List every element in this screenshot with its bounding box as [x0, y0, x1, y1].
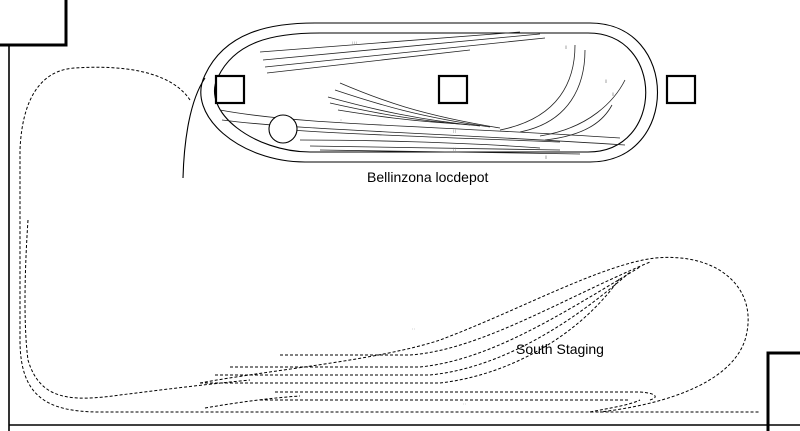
pillar [214, 74, 246, 105]
yard-track [264, 37, 546, 68]
curve-track [544, 104, 613, 141]
label-bellinzona-locdepot: Bellinzona locdepot [367, 169, 489, 185]
yard-track [266, 49, 471, 74]
pillar [437, 74, 469, 105]
svg-text:::: :: [340, 117, 342, 122]
staging-track [204, 395, 301, 409]
yard-track [262, 33, 541, 61]
main-track [221, 119, 626, 146]
yard-track [259, 31, 521, 53]
svg-text:||: || [605, 78, 607, 83]
curve-track [499, 44, 576, 131]
svg-text:||: || [545, 154, 547, 159]
label-south-staging: South Staging [516, 341, 604, 357]
staging-track [199, 256, 749, 413]
main-track [219, 109, 621, 139]
wall-bottom-right-block [766, 351, 800, 431]
fan-track [334, 89, 491, 128]
wall-top-left [0, 0, 68, 47]
svg-text:| | |: | | | [352, 40, 357, 45]
pillar [665, 74, 697, 105]
svg-text:| |: | | [453, 146, 456, 151]
fan-track [339, 82, 501, 129]
svg-text:||: || [565, 44, 567, 49]
main-track [319, 149, 581, 155]
oval-lead-track [182, 77, 206, 179]
main-track [309, 145, 561, 151]
staging-track [200, 277, 621, 384]
svg-text:: :: : : [463, 401, 466, 406]
curve-track [539, 79, 626, 137]
oval-inner-track [214, 32, 647, 153]
main-track [299, 139, 541, 149]
loop-dashed-track [24, 219, 251, 399]
support-pillars [214, 74, 697, 105]
lower-level-dashed-loop: : : : : [19, 66, 760, 413]
fan-track [337, 109, 461, 125]
turntable [268, 114, 298, 144]
bellinzona-fan-tracks: | | | || || || | | | | || :: [219, 40, 626, 159]
svg-text:| |: | | [453, 128, 456, 133]
staging-track [275, 391, 656, 401]
staging-track [280, 261, 651, 356]
svg-text:: :: : : [412, 326, 415, 331]
main-track [289, 129, 561, 143]
svg-text:||: || [612, 91, 614, 96]
staging-track [230, 266, 641, 368]
bellinzona-oval [182, 22, 659, 179]
staging-track [215, 271, 631, 376]
curve-track [519, 49, 586, 133]
oval-outer-track [200, 22, 659, 163]
staging-track [589, 399, 641, 413]
loop-dashed-track [19, 66, 760, 413]
bellinzona-upper-yard [259, 31, 546, 74]
